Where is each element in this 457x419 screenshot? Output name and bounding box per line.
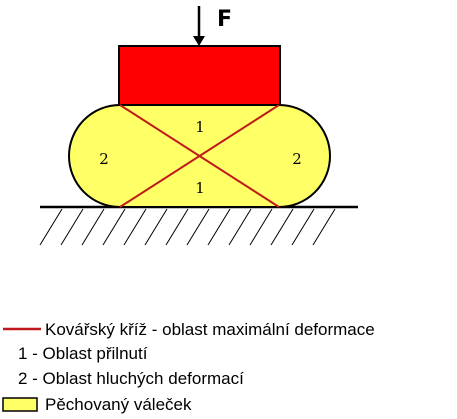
force-arrowhead — [193, 36, 205, 46]
hatch-mark — [249, 208, 273, 246]
hatch-mark — [186, 208, 210, 246]
zone-label-top: 1 — [195, 118, 205, 136]
forging-cross-line-b — [119, 104, 280, 208]
zone-label-bottom: 1 — [195, 179, 205, 197]
die — [118, 45, 281, 106]
hatch-mark — [102, 208, 126, 246]
legend-box-marker — [2, 397, 38, 412]
hatch-mark — [165, 208, 189, 246]
ground-hatching — [39, 208, 336, 246]
force-label: F — [217, 7, 232, 32]
hatch-mark — [81, 208, 105, 246]
hatch-mark — [228, 208, 252, 246]
legend-item-dead-zone: 2 - Oblast hluchých deformací — [18, 369, 244, 388]
zone-label-right: 2 — [292, 150, 302, 168]
hatch-mark — [144, 208, 168, 246]
hatch-mark — [312, 208, 336, 246]
hatch-mark — [291, 208, 315, 246]
hatch-mark — [207, 208, 231, 246]
legend-item-adhesion: 1 - Oblast přilnutí — [18, 344, 148, 363]
hatch-mark — [123, 208, 147, 246]
legend-item-cross: Kovářský kříž - oblast maximální deforma… — [45, 320, 375, 339]
legend-item-cylinder: Pěchovaný váleček — [45, 395, 192, 414]
legend: Kovářský kříž - oblast maximální deforma… — [2, 320, 375, 414]
hatch-mark — [270, 208, 294, 246]
zone-label-left: 2 — [99, 150, 109, 168]
hatch-mark — [39, 208, 63, 246]
hatch-mark — [60, 208, 84, 246]
